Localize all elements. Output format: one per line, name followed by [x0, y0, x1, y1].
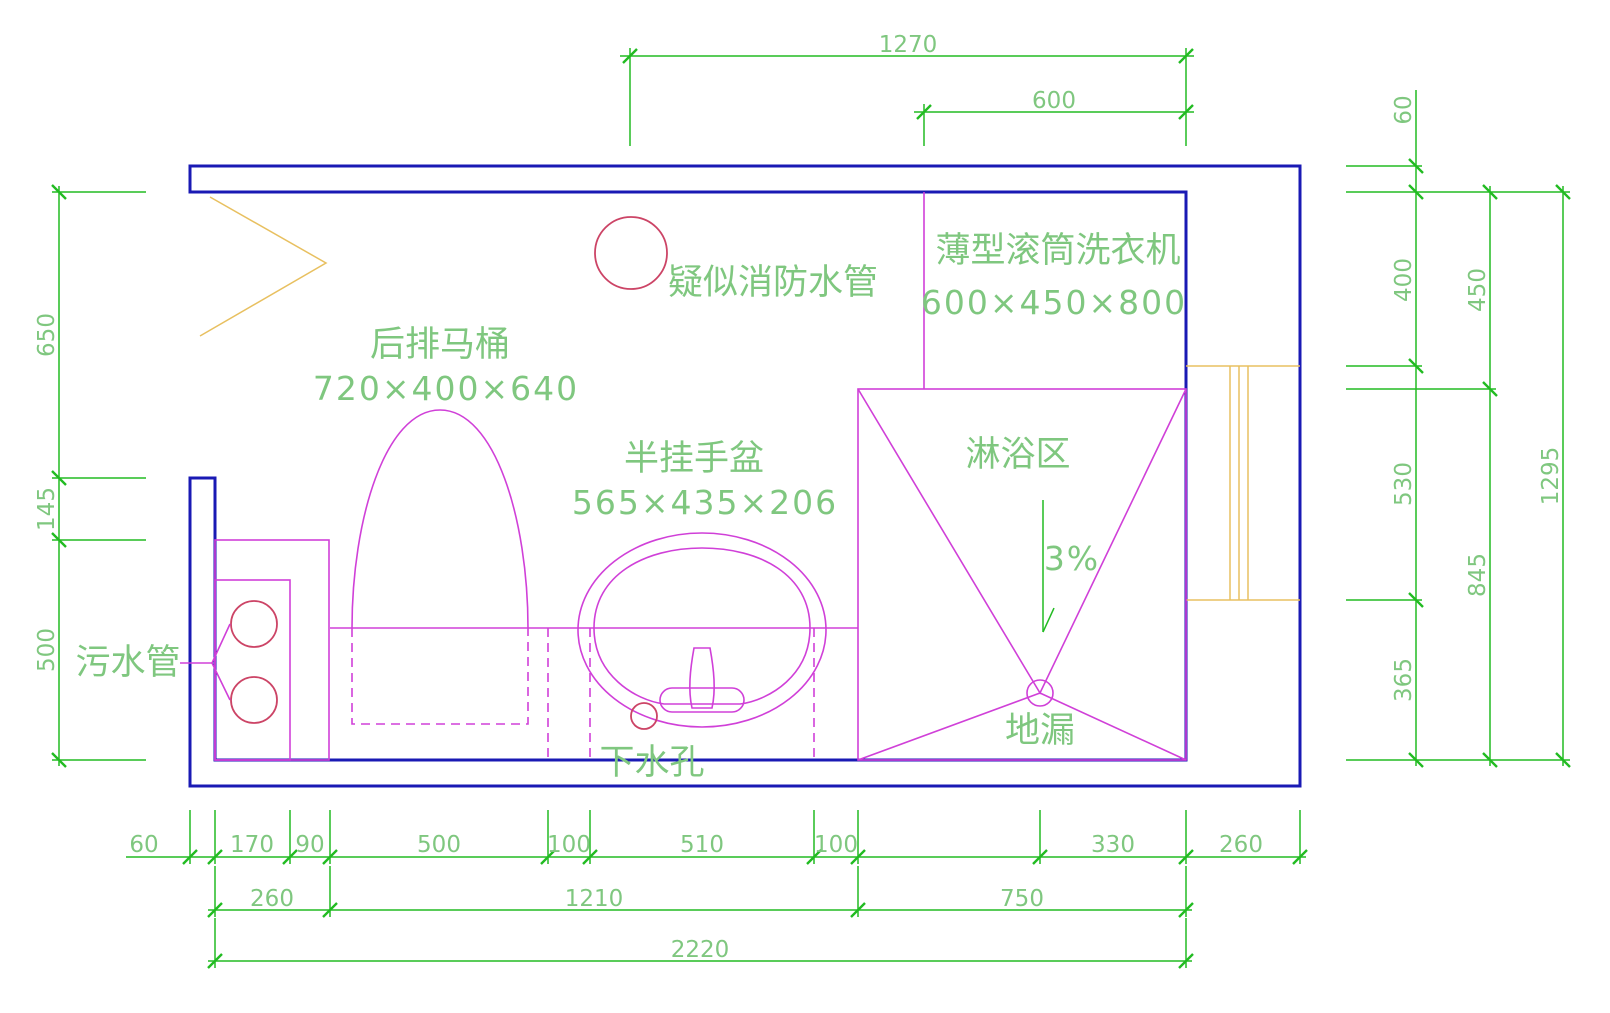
right-dimensions: 60 400 530 365 450 845 1295	[1346, 90, 1571, 768]
shower-area: 淋浴区 3% 地漏	[857, 388, 1187, 761]
toilet: 后排马桶 720×400×640	[313, 325, 579, 725]
dim-bottom-260b: 260	[250, 886, 294, 912]
washer-name-label: 薄型滚筒洗衣机	[935, 231, 1180, 271]
bottom-dimensions-row1: 60 170 90 500 100 510 100 330 260	[126, 810, 1308, 865]
dim-bottom-750: 750	[1000, 886, 1044, 912]
dim-bottom-500: 500	[417, 832, 461, 858]
dim-bottom-60: 60	[129, 832, 158, 858]
drain-hole-label: 下水孔	[599, 743, 704, 783]
dim-right-530: 530	[1391, 462, 1417, 506]
fire-pipe: 疑似消防水管	[594, 216, 878, 303]
dim-bottom-260a: 260	[1219, 832, 1263, 858]
dim-top-600: 600	[1032, 88, 1076, 114]
dim-bottom-90: 90	[295, 832, 324, 858]
floor-drain-label: 地漏	[1005, 711, 1075, 751]
door-swing	[199, 196, 328, 337]
basin: 半挂手盆 565×435×206 下水孔	[572, 439, 838, 783]
sewage-pipes: 污水管	[75, 539, 330, 761]
outer-wall	[188, 164, 1302, 788]
dim-bottom-510: 510	[680, 832, 724, 858]
washer-size-label: 600×450×800	[921, 283, 1187, 322]
dim-bottom-100b: 100	[814, 832, 858, 858]
dim-left-500: 500	[34, 628, 60, 672]
shower-label: 淋浴区	[965, 435, 1070, 475]
bottom-dimension-total: 2220	[207, 918, 1194, 969]
dim-left-650: 650	[34, 313, 60, 357]
top-dimensions: 1270 600	[620, 32, 1194, 146]
dim-right-400: 400	[1391, 258, 1417, 302]
dim-top-1270: 1270	[879, 32, 938, 58]
basin-name-label: 半挂手盆	[624, 439, 764, 479]
dim-right-60: 60	[1391, 95, 1417, 124]
dim-right-845: 845	[1465, 553, 1491, 597]
toilet-name-label: 后排马桶	[370, 325, 510, 365]
slope-label: 3%	[1044, 539, 1100, 578]
dim-bottom-100a: 100	[547, 832, 591, 858]
fire-pipe-label: 疑似消防水管	[668, 263, 878, 303]
counter	[330, 627, 858, 760]
sewage-pipe-label: 污水管	[75, 643, 180, 683]
right-window	[1186, 365, 1300, 601]
dim-bottom-2220: 2220	[671, 937, 730, 963]
dim-bottom-1210: 1210	[565, 886, 624, 912]
dim-right-450: 450	[1465, 268, 1491, 312]
washing-machine: 薄型滚筒洗衣机 600×450×800	[921, 192, 1187, 389]
left-dimensions: 650 145 500	[34, 184, 146, 768]
dim-bottom-170: 170	[230, 832, 274, 858]
dim-right-1295: 1295	[1538, 447, 1564, 506]
bottom-dimensions-row2: 260 1210 750	[207, 866, 1194, 918]
dim-left-145: 145	[34, 487, 60, 531]
walls	[188, 164, 1302, 788]
basin-size-label: 565×435×206	[572, 483, 838, 522]
dim-right-365: 365	[1391, 658, 1417, 702]
dim-bottom-330: 330	[1091, 832, 1135, 858]
toilet-size-label: 720×400×640	[313, 369, 579, 408]
